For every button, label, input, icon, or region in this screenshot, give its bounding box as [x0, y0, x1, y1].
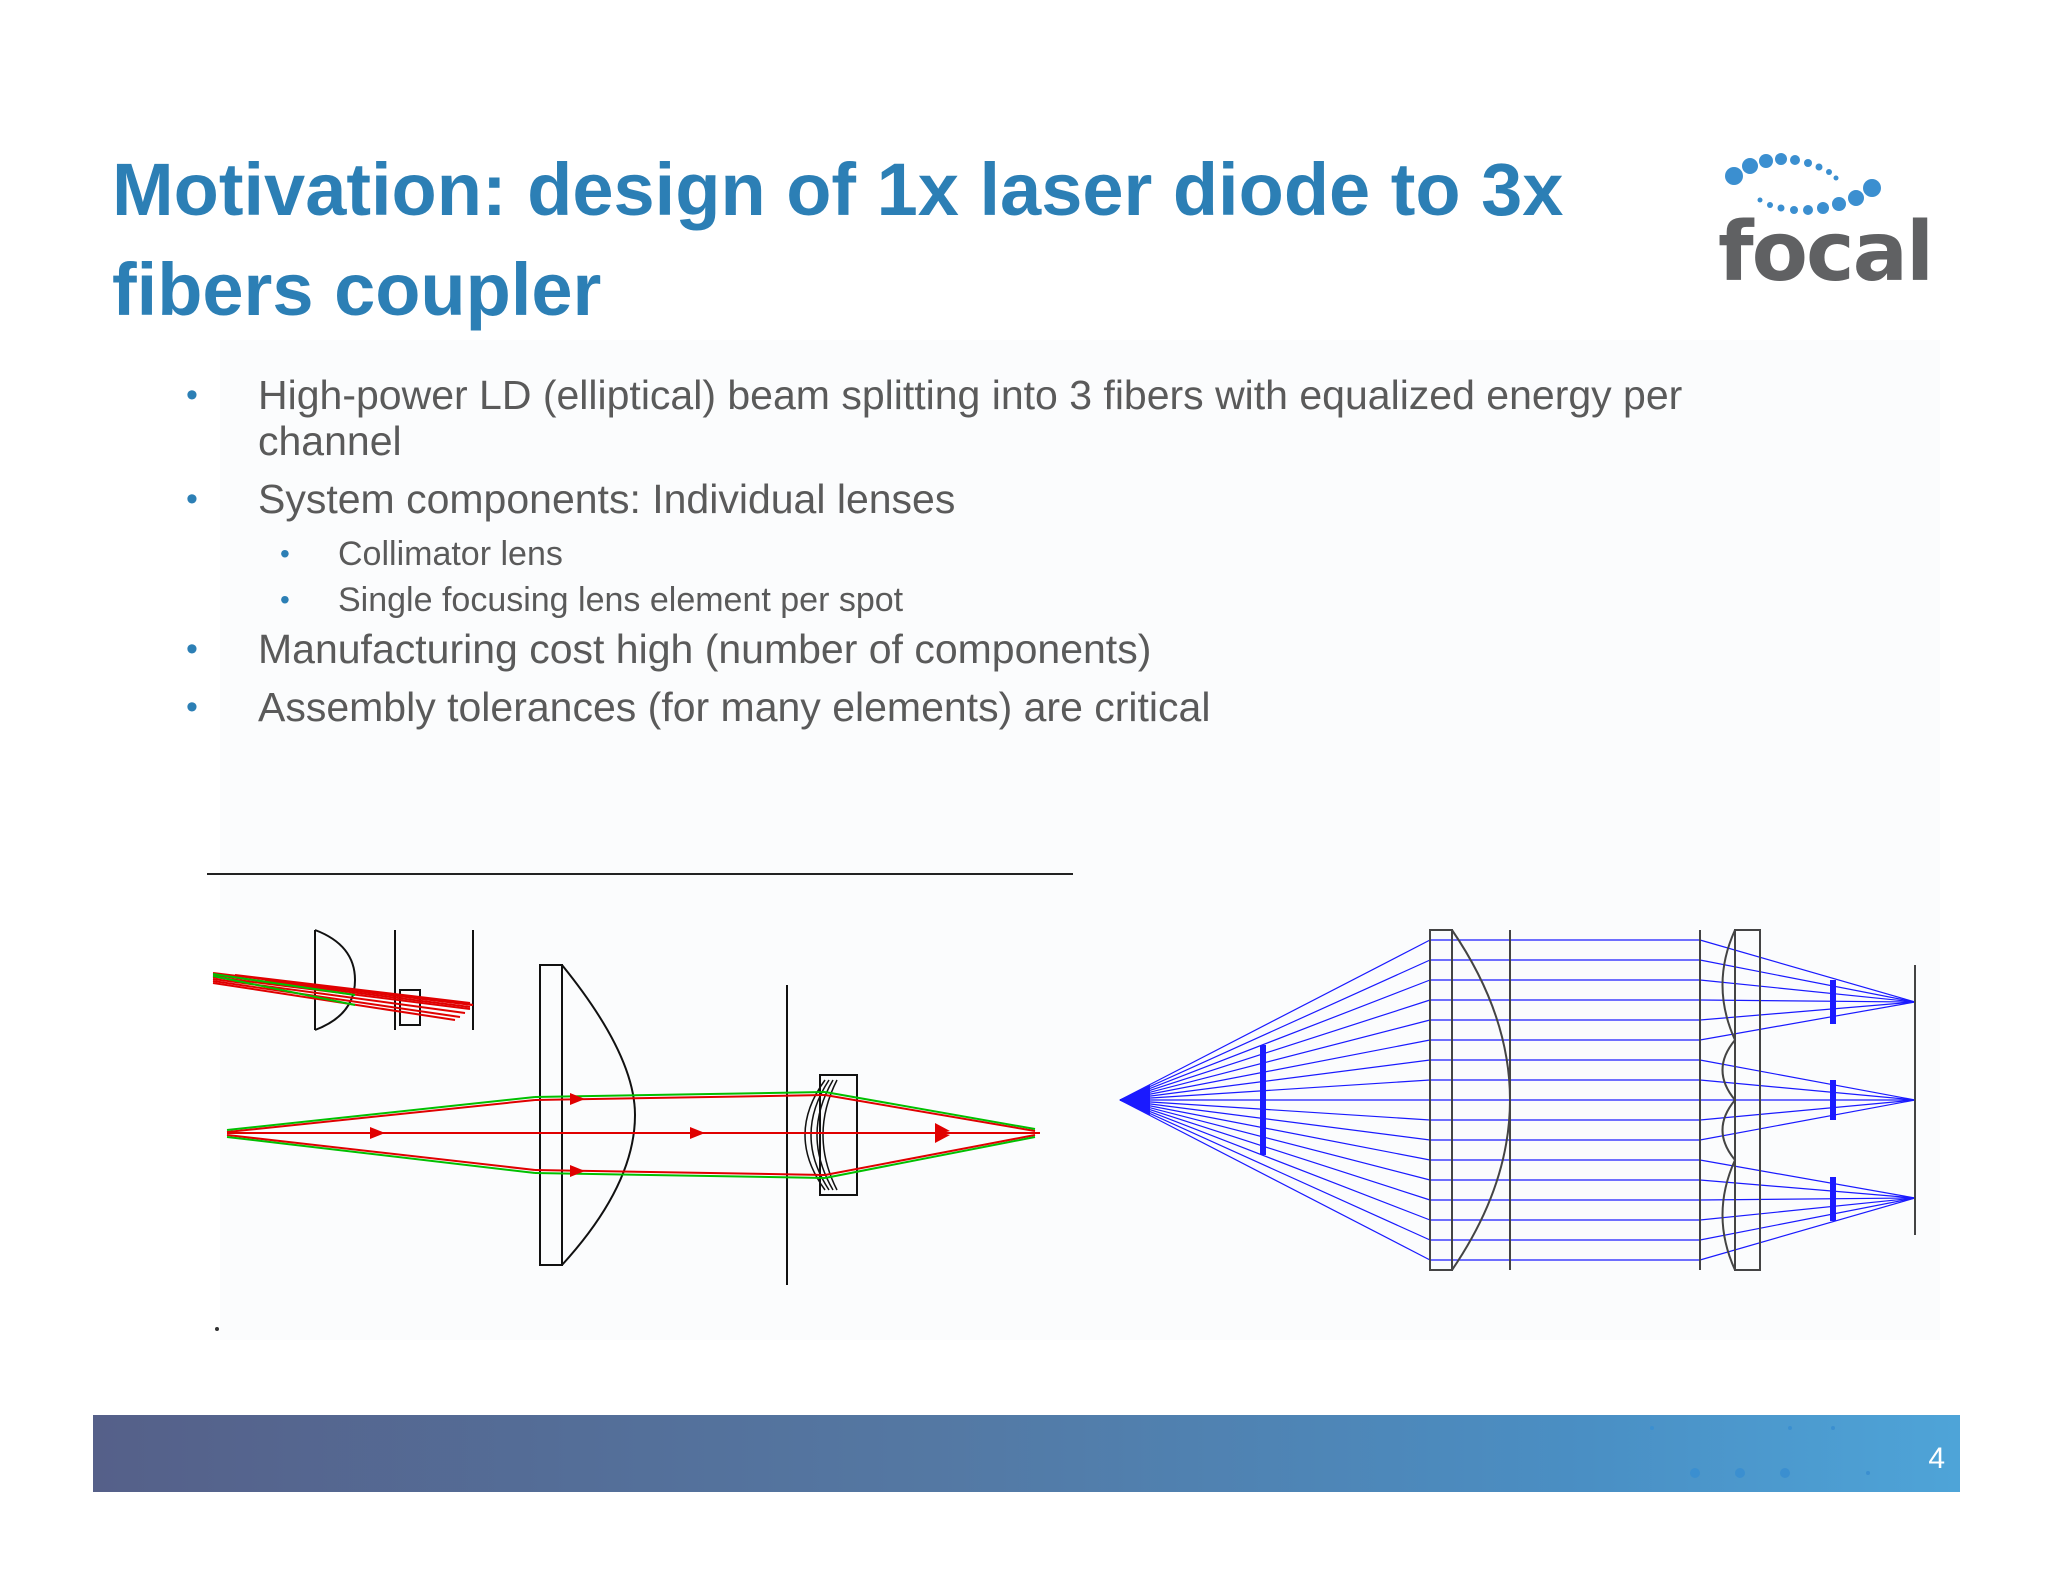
bullet-item: • Assembly tolerances (for many elements…	[180, 684, 1820, 730]
bullet-text: Manufacturing cost high (number of compo…	[258, 626, 1152, 672]
sub-bullet-item: • Collimator lens	[180, 534, 1820, 574]
divider-line	[207, 873, 1073, 875]
proposed-coupler-raytrace-diagram	[1119, 929, 1916, 1271]
footer-dots-icon	[1650, 1426, 1870, 1478]
footer-bar	[93, 1415, 1960, 1492]
sub-bullet-text: Collimator lens	[338, 535, 563, 573]
bullet-text: System components: Individual lenses	[258, 476, 956, 522]
bullet-text: High-power LD (elliptical) beam splittin…	[258, 372, 1683, 464]
bullet-dot-icon: •	[280, 584, 290, 615]
bullet-dot-icon: •	[186, 688, 198, 726]
slide-title: Motivation: design of 1x laser diode to …	[112, 148, 1564, 331]
bullet-text: Assembly tolerances (for many elements) …	[258, 684, 1211, 730]
focal-logo-dots-icon	[1725, 153, 1881, 215]
main-raytrace	[226, 964, 1040, 1285]
bullet-item: • System components: Individual lenses	[180, 476, 1820, 522]
bullet-dot-icon: •	[186, 376, 198, 414]
bullet-item: • High-power LD (elliptical) beam splitt…	[180, 372, 1820, 464]
bullet-dot-icon: •	[186, 480, 198, 518]
bullet-list: • High-power LD (elliptical) beam splitt…	[180, 372, 1820, 742]
sub-bullet-text: Single focusing lens element per spot	[338, 581, 904, 619]
sub-bullet-item: • Single focusing lens element per spot	[180, 580, 1820, 620]
page-number: 4	[1928, 1442, 1945, 1475]
stray-mark	[215, 1327, 219, 1331]
bullet-dot-icon: •	[186, 630, 198, 668]
conventional-coupler-raytrace-diagram	[212, 929, 1040, 1285]
content-background	[220, 340, 1940, 1340]
focal-logo-text: focal	[1718, 205, 1934, 300]
inset-raytrace	[212, 929, 474, 1031]
bullet-item: • Manufacturing cost high (number of com…	[180, 626, 1820, 672]
bullet-dot-icon: •	[280, 538, 290, 569]
